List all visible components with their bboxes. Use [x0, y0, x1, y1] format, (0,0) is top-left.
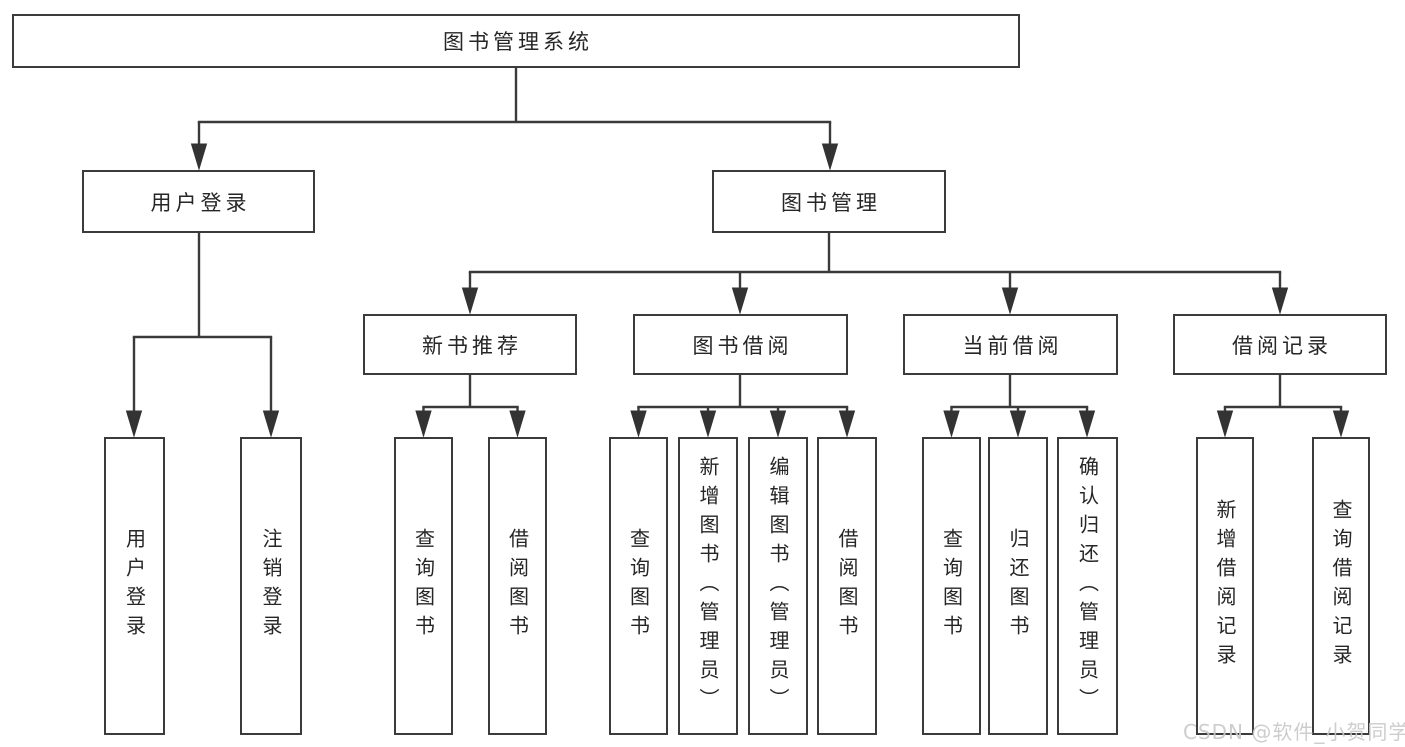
node-user-login: 用户登录 — [82, 170, 315, 233]
leaf-confirm-return-admin: 确认归还（管理员） — [1057, 437, 1118, 735]
leaf-borrow-books-recommend: 借阅图书 — [488, 437, 547, 735]
leaf-return-books: 归还图书 — [988, 437, 1048, 735]
leaf-query-books-current: 查询图书 — [922, 437, 981, 735]
node-book-management: 图书管理 — [712, 170, 946, 233]
node-current-borrowing: 当前借阅 — [903, 314, 1118, 375]
leaf-logout: 注销登录 — [240, 437, 302, 735]
node-library-management-system: 图书管理系统 — [12, 14, 1020, 68]
leaf-add-borrow-record: 新增借阅记录 — [1196, 437, 1254, 735]
watermark: CSDN @软件_小贺同学 — [1183, 720, 1405, 744]
leaf-add-books-admin: 新增图书（管理员） — [678, 437, 738, 735]
node-new-book-recommend: 新书推荐 — [363, 314, 577, 375]
leaf-borrow-books-borrowing: 借阅图书 — [817, 437, 877, 735]
leaf-query-books-borrowing: 查询图书 — [609, 437, 668, 735]
node-borrowing-records: 借阅记录 — [1173, 314, 1387, 375]
leaf-query-books-recommend: 查询图书 — [394, 437, 453, 735]
leaf-query-borrow-record: 查询借阅记录 — [1312, 437, 1370, 735]
leaf-user-login: 用户登录 — [104, 437, 165, 735]
leaf-edit-books-admin: 编辑图书（管理员） — [748, 437, 808, 735]
node-book-borrowing: 图书借阅 — [633, 314, 848, 375]
